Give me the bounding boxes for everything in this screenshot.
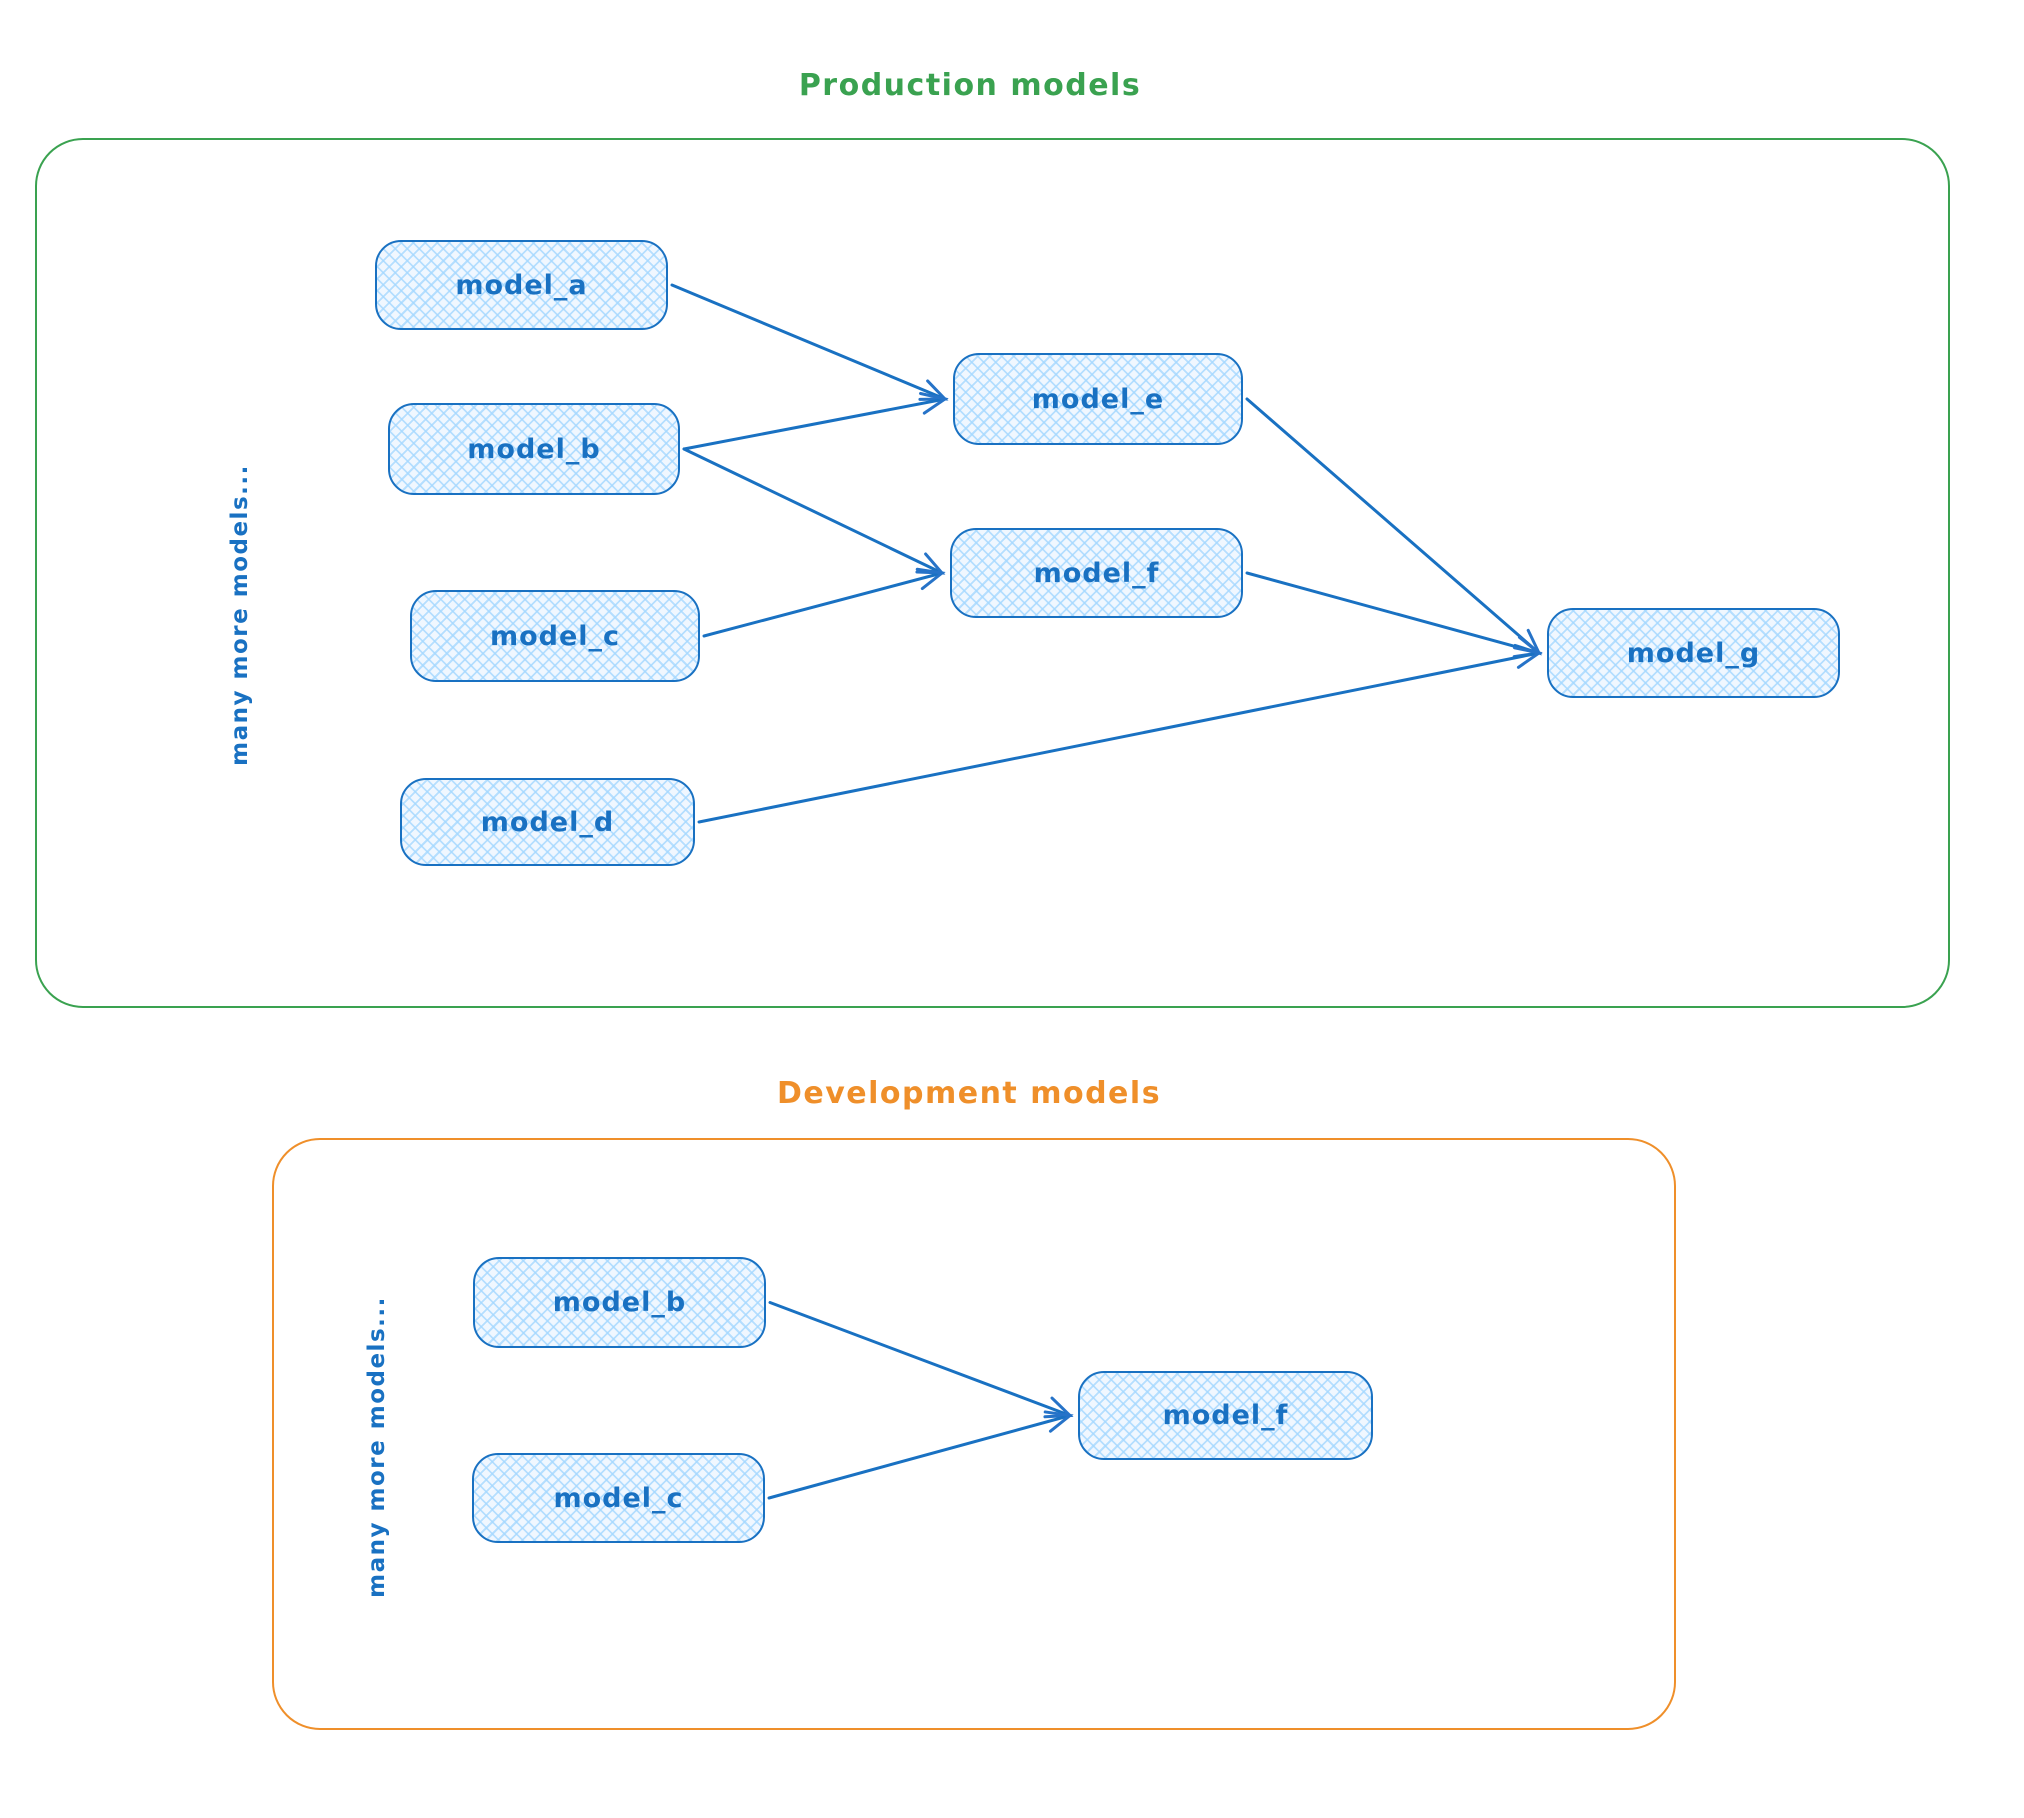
node-prod-model-e: model_e: [953, 353, 1243, 445]
node-prod-model-a: model_a: [375, 240, 668, 330]
node-label: model_c: [553, 1482, 684, 1514]
production-frame: [35, 138, 1950, 1008]
node-label: model_c: [489, 620, 621, 652]
node-prod-model-f: model_f: [950, 528, 1243, 618]
node-label: model_b: [467, 433, 601, 465]
node-label: model_b: [552, 1287, 687, 1318]
node-prod-model-b: model_b: [388, 403, 680, 495]
node-dev-model-b: model_b: [473, 1257, 766, 1348]
node-label: model_f: [1162, 1400, 1289, 1431]
node-label: model_a: [455, 269, 588, 301]
node-prod-model-d: model_d: [400, 778, 695, 866]
node-label: model_d: [480, 806, 615, 838]
node-dev-model-c: model_c: [472, 1453, 765, 1543]
development-title: Development models: [776, 1076, 1162, 1111]
node-label: model_g: [1626, 637, 1761, 669]
development-frame: [272, 1138, 1676, 1730]
node-label: model_e: [1031, 383, 1165, 415]
development-side-label: many more models...: [364, 1296, 390, 1598]
node-prod-model-g: model_g: [1547, 608, 1840, 698]
production-side-label: many more models...: [227, 464, 253, 766]
node-prod-model-c: model_c: [410, 590, 700, 682]
production-title: Production models: [798, 68, 1142, 103]
node-label: model_f: [1033, 557, 1160, 589]
node-dev-model-f: model_f: [1078, 1371, 1373, 1460]
